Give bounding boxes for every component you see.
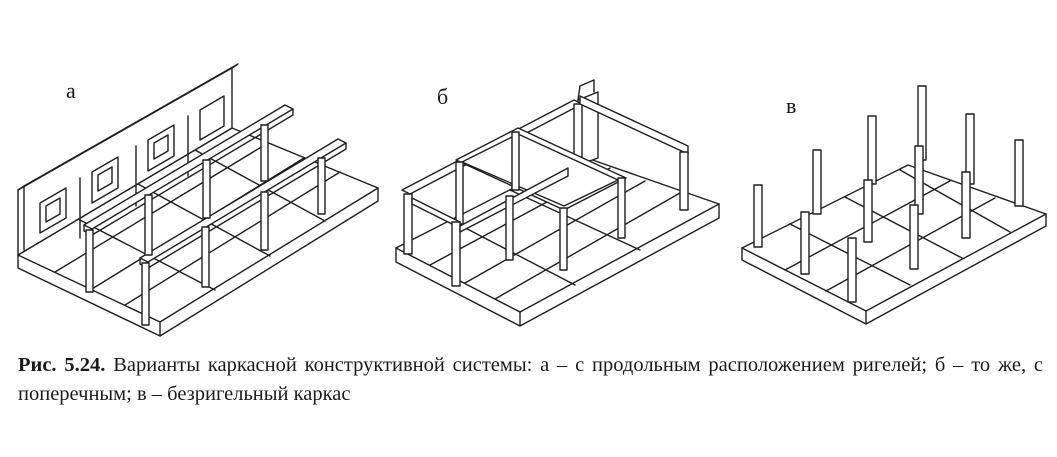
frame-b3 — [411, 167, 569, 287]
drawing-b-transverse-girders — [395, 79, 720, 327]
figure-label-a: а — [66, 78, 76, 103]
drawing-v-girderless — [741, 85, 1047, 325]
columns-a-row1 — [85, 124, 269, 293]
back-wall-a-thickness — [17, 63, 239, 251]
slab-v-edge — [741, 213, 1047, 325]
slab-b-edge — [395, 203, 720, 327]
figure-caption: Рис. 5.24. Варианты каркасной конструкти… — [18, 351, 1043, 409]
figure-label-v: в — [786, 93, 797, 118]
columns-v — [753, 85, 1024, 303]
drawing-a-longitudinal-girders — [17, 63, 379, 337]
figure-caption-text: Варианты каркасной конструктивной систем… — [18, 354, 1043, 405]
figure-number: Рис. 5.24. — [18, 354, 106, 376]
frame-systems-drawing — [17, 63, 1047, 337]
back-wall-b-top — [577, 79, 595, 101]
slab-v — [741, 164, 1047, 312]
columns-a-row2 — [141, 157, 326, 326]
figure-label-b: б — [437, 84, 449, 109]
slab-a-edge — [17, 187, 379, 337]
